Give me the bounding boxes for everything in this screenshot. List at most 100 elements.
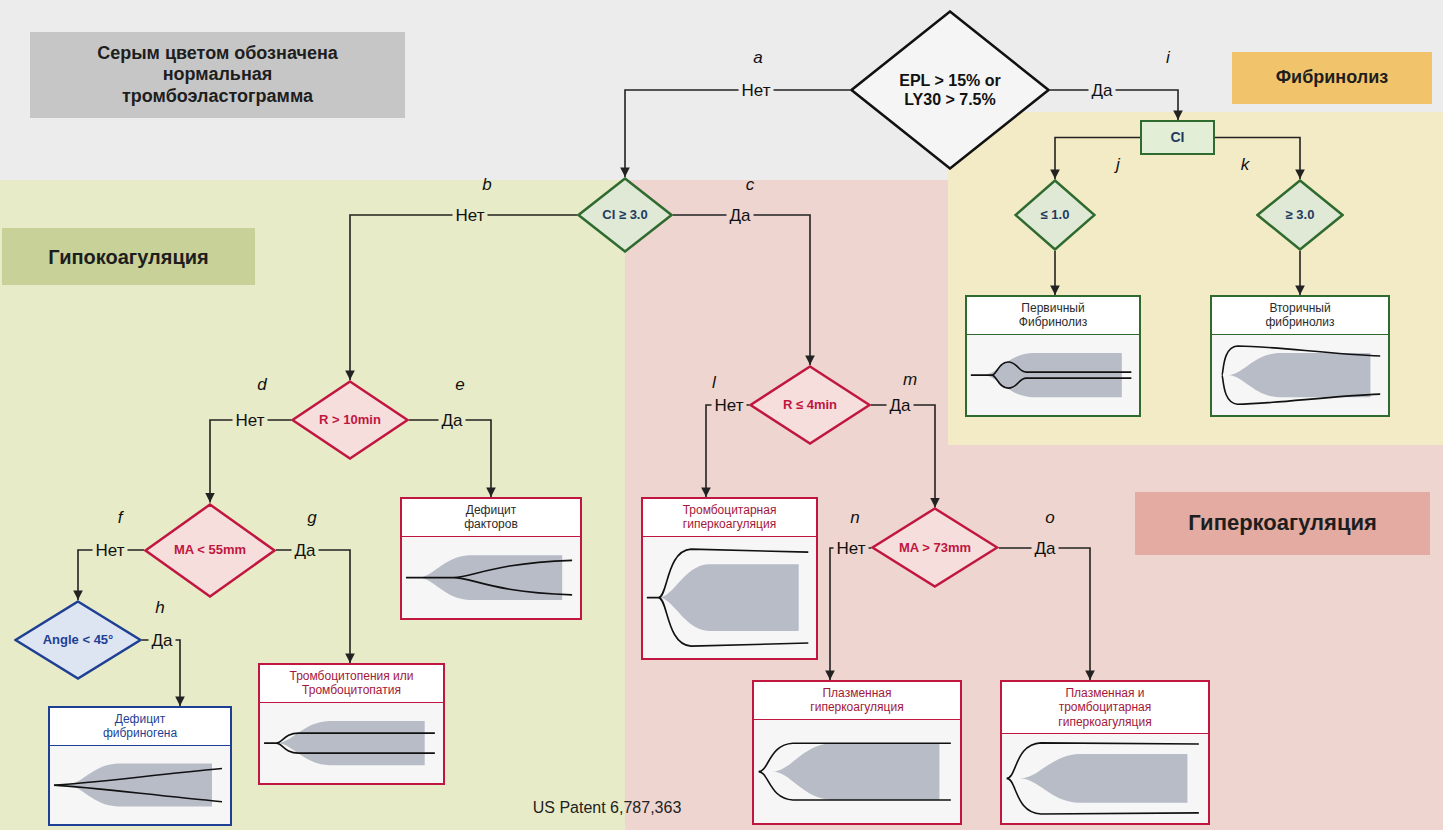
region-heading: Гиперкоагуляция xyxy=(1135,492,1430,555)
branch-label: Нет xyxy=(93,541,128,560)
note-box: Серым цветом обозначена нормальная тромб… xyxy=(30,32,405,118)
branch-label: Да xyxy=(887,396,914,415)
connector-arrow xyxy=(871,405,935,507)
result-box: Плазменная гиперкоагуляция xyxy=(752,680,962,825)
result-box: Дефицит факторов xyxy=(400,497,582,620)
decision-box: CI xyxy=(1140,120,1215,155)
decision-text: ≥ 3.0 xyxy=(1286,207,1315,223)
branch-label: Да xyxy=(1089,81,1116,100)
connector-arrow xyxy=(142,640,180,706)
result-title: Тромбоцитопения или Тромбоцитопатия xyxy=(269,669,434,698)
result-title-strip: Тромбоцитопения или Тромбоцитопатия xyxy=(260,665,443,703)
connector-arrow xyxy=(1055,138,1140,180)
branch-label: Да xyxy=(149,631,176,650)
diamond-shape xyxy=(16,602,141,679)
box-text: Гипокоагуляция xyxy=(48,245,208,269)
decision-text: MA > 73mm xyxy=(899,540,971,556)
region-heading: Фибринолиз xyxy=(1232,52,1432,104)
teg-trace xyxy=(643,537,816,658)
decision-diamond: CI ≥ 3.0 xyxy=(577,177,673,253)
result-box: Тромбоцитопения или Тромбоцитопатия xyxy=(258,663,445,785)
teg-trace xyxy=(1212,335,1388,415)
connector-arrow xyxy=(706,405,749,497)
branch-label: Нет xyxy=(739,81,774,100)
branch-letter: e xyxy=(455,375,464,395)
result-title: Первичный Фибринолиз xyxy=(998,301,1108,330)
teg-trace xyxy=(1002,734,1208,823)
decision-text: ≤ 1.0 xyxy=(1041,207,1070,223)
trace-area xyxy=(967,335,1139,415)
result-box: Вторичный фибринолиз xyxy=(1210,295,1390,417)
branch-letter: j xyxy=(1116,155,1120,175)
branch-letter: f xyxy=(118,508,123,528)
teg-trace xyxy=(50,746,230,824)
result-title: Плазменная гиперкоагуляция xyxy=(797,686,917,715)
branch-letter: a xyxy=(753,48,762,68)
branch-label: Да xyxy=(292,541,319,560)
patent-caption: US Patent 6,787,363 xyxy=(533,799,682,817)
decision-diamond: MA > 73mm xyxy=(871,507,999,588)
trace-area xyxy=(1212,335,1388,415)
decision-diamond: MA < 55mm xyxy=(144,503,276,598)
diamond-shape xyxy=(579,179,672,252)
branch-label: Нет xyxy=(834,538,869,557)
branch-label: Нет xyxy=(453,206,488,225)
box-text: Серым цветом обозначена нормальная тромб… xyxy=(82,43,354,108)
decision-text: R ≤ 4min xyxy=(783,397,837,413)
diamond-shape xyxy=(293,382,408,459)
branch-label: Нет xyxy=(233,411,268,430)
region-heading: Гипокоагуляция xyxy=(2,228,255,285)
result-title-strip: Дефицит факторов xyxy=(402,499,580,537)
decision-text: R > 10min xyxy=(319,412,381,428)
branch-letter: c xyxy=(746,175,755,195)
branch-label: Нет xyxy=(712,396,747,415)
connector-arrow xyxy=(1299,251,1301,295)
connector-arrow xyxy=(673,215,810,365)
teg-trace xyxy=(402,537,580,618)
trace-area xyxy=(50,746,230,824)
branch-letter: m xyxy=(903,370,917,390)
result-title-strip: Первичный Фибринолиз xyxy=(967,297,1139,335)
diamond-outline xyxy=(850,10,1050,170)
branch-letter: g xyxy=(307,508,316,528)
fibrinolysis-region xyxy=(948,112,1443,445)
branch-letter: l xyxy=(712,373,716,393)
branch-letter: h xyxy=(155,598,164,618)
trace-area xyxy=(754,720,960,823)
decision-diamond: R ≤ 4min xyxy=(749,365,871,445)
result-title: Дефицит фибриногена xyxy=(90,712,190,741)
connector-arrow xyxy=(350,215,577,380)
result-box: Плазменная и тромбоцитарная гиперкоагуля… xyxy=(1000,680,1210,825)
result-title-strip: Тромбоцитарная гиперкоагуляция xyxy=(643,499,816,537)
connector-arrow xyxy=(276,550,350,663)
connector-arrow xyxy=(409,420,491,497)
branch-label: Да xyxy=(727,206,754,225)
branch-letter: o xyxy=(1045,508,1054,528)
decision-diamond: ≥ 3.0 xyxy=(1256,179,1344,251)
decision-text: MA < 55mm xyxy=(174,542,246,558)
result-title: Тромбоцитарная гиперкоагуляция xyxy=(670,503,790,532)
box-text: CI xyxy=(1171,129,1185,146)
diamond-shape xyxy=(873,509,998,587)
connector-arrow xyxy=(1054,251,1056,295)
decision-text: EPL > 15% or LY30 > 7.5% xyxy=(890,71,1010,109)
decision-diamond: ≤ 1.0 xyxy=(1014,179,1096,251)
diamond-shape xyxy=(1258,181,1343,250)
result-title-strip: Вторичный фибринолиз xyxy=(1212,297,1388,335)
branch-letter: b xyxy=(482,175,491,195)
result-title: Дефицит факторов xyxy=(456,503,526,532)
result-title: Плазменная и тромбоцитарная гиперкоагуля… xyxy=(1050,686,1160,729)
teg-trace xyxy=(754,720,960,823)
trace-area xyxy=(402,537,580,618)
decision-diamond: Angle < 45° xyxy=(14,600,142,680)
teg-trace xyxy=(260,703,443,783)
result-box: Первичный Фибринолиз xyxy=(965,295,1141,417)
connector-arrow xyxy=(210,420,291,503)
diamond-shape xyxy=(751,367,870,444)
branch-letter: n xyxy=(850,508,859,528)
result-title-strip: Дефицит фибриногена xyxy=(50,708,230,746)
connector-arrow xyxy=(830,548,871,680)
decision-diamond: R > 10min xyxy=(291,380,409,460)
box-text: Фибринолиз xyxy=(1276,67,1388,89)
decision-text: CI ≥ 3.0 xyxy=(602,207,647,223)
